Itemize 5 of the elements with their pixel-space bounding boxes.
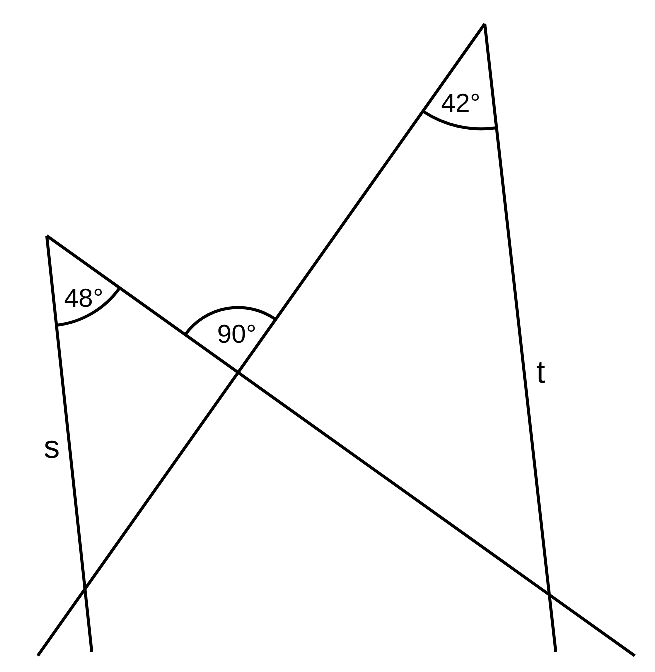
angle-label: 90° — [217, 321, 257, 347]
line-label: s — [44, 431, 60, 463]
angle-label: 42° — [441, 90, 481, 116]
angle-label: 48° — [64, 285, 104, 311]
line-label: t — [536, 356, 546, 388]
